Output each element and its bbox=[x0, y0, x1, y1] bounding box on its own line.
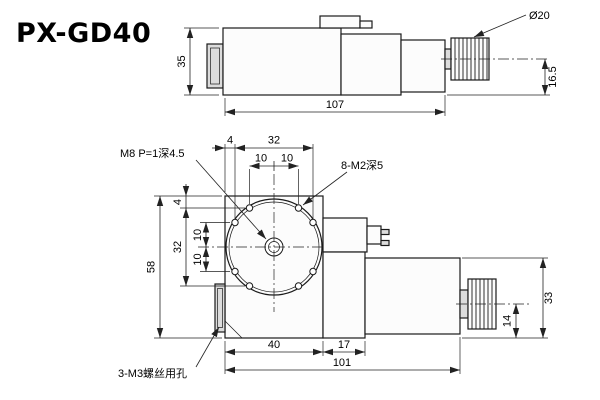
side-main-body bbox=[222, 27, 342, 96]
plan-motor-bracket bbox=[322, 251, 366, 339]
dim-left-pitch-upper: 10 bbox=[192, 229, 204, 241]
dim-right-motor-height: 33 bbox=[543, 292, 555, 304]
dim-top-pitch-right: 10 bbox=[281, 153, 293, 165]
side-left-tab-inner bbox=[210, 47, 220, 85]
label-pattern-holes: 8-M2深5 bbox=[341, 159, 383, 172]
dim-left-pitch-lower: 10 bbox=[192, 253, 204, 265]
dim-left-overall-height: 58 bbox=[146, 261, 158, 273]
plan-view bbox=[198, 174, 532, 339]
plan-connector-pin-top bbox=[380, 228, 390, 236]
plan-left-tab-inner bbox=[217, 288, 223, 328]
plan-motor-body bbox=[364, 257, 461, 335]
dim-right-knob-axis-height: 14 bbox=[502, 315, 514, 327]
plan-left-tab bbox=[214, 283, 226, 333]
plan-corner-chamfer bbox=[224, 320, 243, 339]
side-right-body bbox=[340, 33, 402, 96]
plan-connector-pin-bottom bbox=[380, 239, 390, 247]
side-left-tab bbox=[206, 43, 224, 89]
pattern-holes-8xM2 bbox=[231, 204, 317, 290]
dim-knob-axis-height: 16.5 bbox=[547, 66, 559, 87]
dim-top-edge-offset: 4 bbox=[227, 135, 233, 147]
dim-knob-diameter: Ø20 bbox=[529, 10, 550, 22]
dim-bottom-bracket-width: 17 bbox=[338, 339, 350, 351]
dim-top-pitch-left: 10 bbox=[255, 153, 267, 165]
side-view-dimensions: 35 107 Ø20 16.5 bbox=[176, 10, 559, 116]
dim-left-hole-span: 32 bbox=[172, 241, 184, 253]
side-top-block-small bbox=[359, 20, 373, 29]
label-mount-holes: 3-M3螺丝用孔 bbox=[118, 367, 187, 380]
dim-side-height: 35 bbox=[176, 55, 188, 67]
plan-connector bbox=[366, 225, 382, 245]
side-top-block bbox=[319, 15, 361, 29]
side-view bbox=[206, 15, 550, 96]
dim-top-hole-span: 32 bbox=[268, 135, 280, 147]
dim-side-length: 107 bbox=[326, 99, 344, 111]
plan-connector-block bbox=[322, 217, 368, 253]
side-motor bbox=[400, 39, 446, 93]
dim-bottom-plate-width: 40 bbox=[268, 339, 280, 351]
page-title: PX-GD40 bbox=[16, 18, 151, 49]
dim-bottom-overall-length: 101 bbox=[333, 357, 351, 369]
dim-left-edge-offset: 4 bbox=[172, 199, 184, 205]
plan-view-dimensions: 4 32 10 10 4 32 10 10 58 40 bbox=[118, 135, 555, 381]
label-center-thread: M8 P=1深4.5 bbox=[120, 147, 185, 160]
